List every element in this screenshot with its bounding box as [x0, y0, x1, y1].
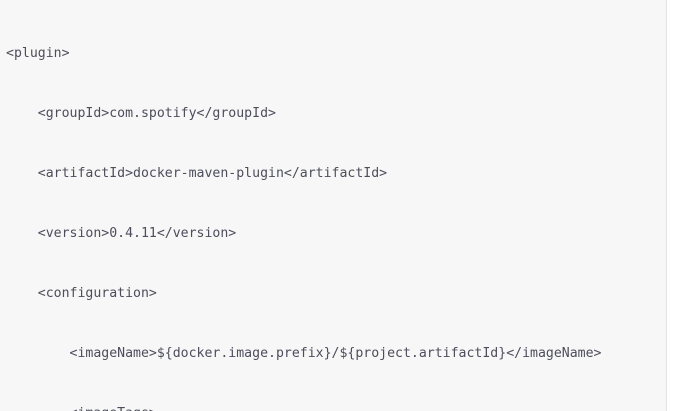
code-line: <artifactId>docker-maven-plugin</artifac… — [6, 166, 388, 181]
code-line: <groupId>com.spotify</groupId> — [6, 106, 276, 121]
code-content[interactable]: <plugin> <groupId>com.spotify</groupId> … — [6, 4, 666, 411]
code-line: <plugin> — [6, 46, 70, 61]
code-line: <imageTags> — [6, 404, 666, 411]
code-line: <imageName>${docker.image.prefix}/${proj… — [6, 346, 602, 361]
code-lines-container: <plugin> <groupId>com.spotify</groupId> … — [6, 26, 666, 411]
code-line: <configuration> — [6, 286, 157, 301]
code-line: <version>0.4.11</version> — [6, 226, 237, 241]
